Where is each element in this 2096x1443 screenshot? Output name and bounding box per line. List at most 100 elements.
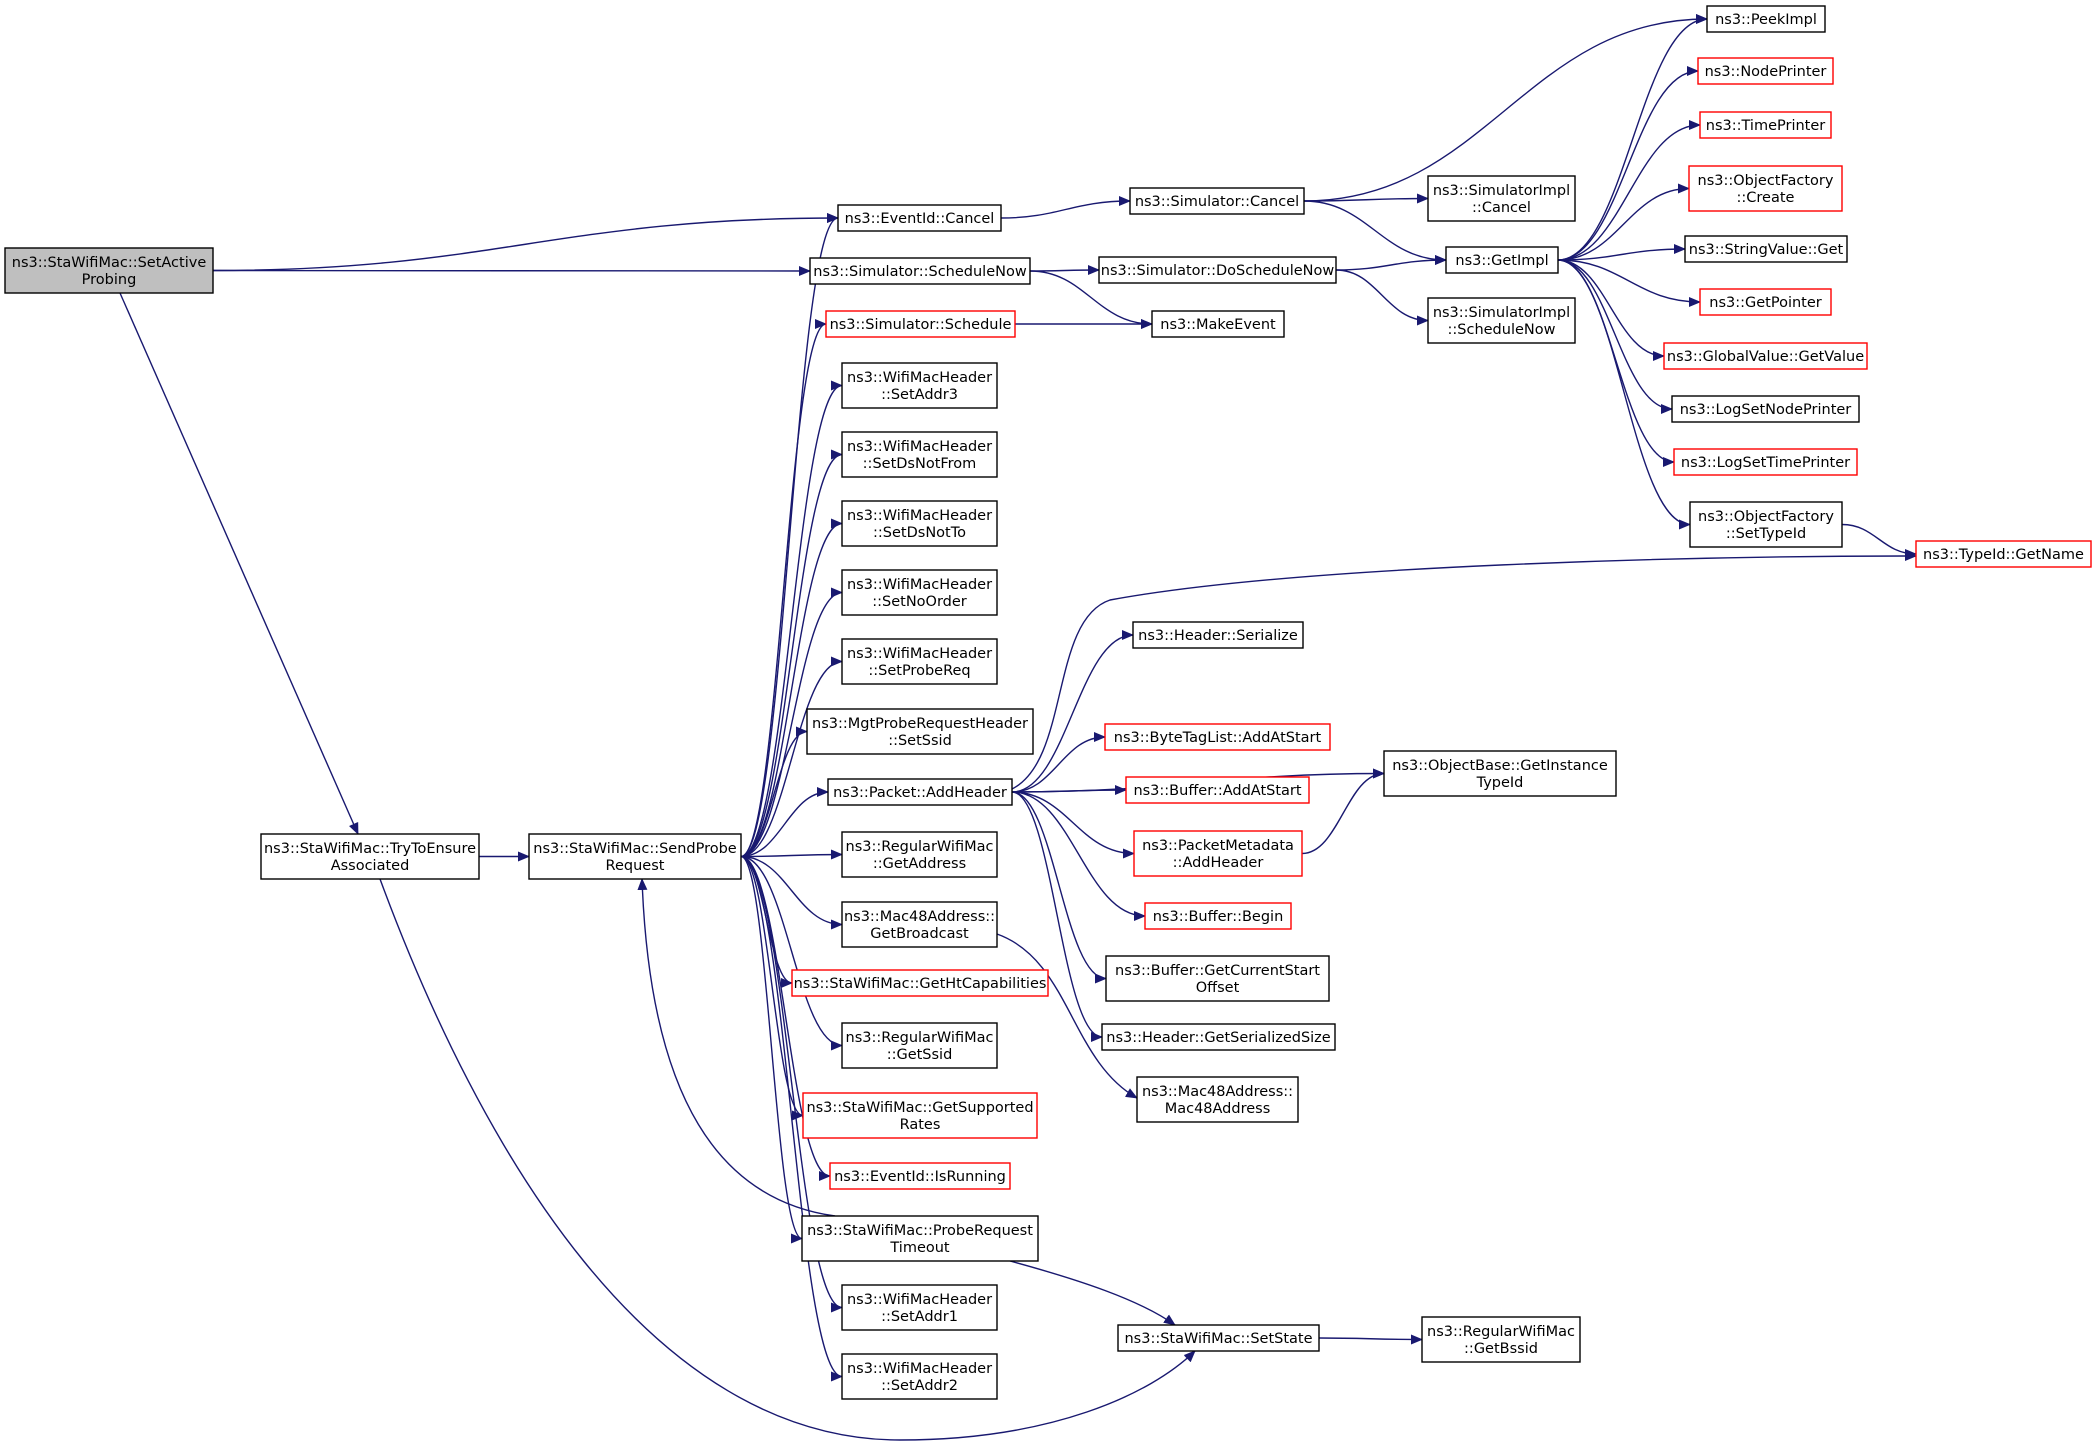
edge-send-probe-to-event-cancel <box>740 213 839 858</box>
edge-send-probe-to-set-ds-not-to <box>740 518 843 858</box>
node-time-printer[interactable]: ns3::TimePrinter <box>1699 111 1832 139</box>
node-sim-impl-cancel[interactable]: ns3::SimulatorImpl::Cancel <box>1427 175 1576 222</box>
node-log-set-node-printer[interactable]: ns3::LogSetNodePrinter <box>1671 395 1860 423</box>
node-get-pointer[interactable]: ns3::GetPointer <box>1699 288 1832 316</box>
node-box <box>260 833 480 880</box>
node-box <box>4 247 214 294</box>
node-peek-impl[interactable]: ns3::PeekImpl <box>1706 5 1826 33</box>
edge-send-probe-to-packet-add-header <box>740 787 829 858</box>
node-label-line: ::SetAddr2 <box>881 1378 958 1394</box>
node-buffer-add-at-start[interactable]: ns3::Buffer::AddAtStart <box>1125 776 1310 804</box>
node-header-serialize[interactable]: ns3::Header::Serialize <box>1132 621 1304 649</box>
node-label-line: ns3::Simulator::Schedule <box>830 317 1012 333</box>
node-box <box>1104 723 1331 751</box>
node-node-printer[interactable]: ns3::NodePrinter <box>1697 57 1834 85</box>
node-pkt-meta-add-header[interactable]: ns3::PacketMetadata::AddHeader <box>1133 830 1303 877</box>
node-label-line: ::SetAddr3 <box>881 387 958 403</box>
edge-get-impl-to-string-value-get <box>1557 244 1686 261</box>
node-label-line: ns3::GetPointer <box>1709 295 1822 311</box>
node-reg-get-bssid[interactable]: ns3::RegularWifiMac::GetBssid <box>1421 1316 1581 1363</box>
node-reg-get-address[interactable]: ns3::RegularWifiMac::GetAddress <box>841 831 998 878</box>
node-byte-tag-add[interactable]: ns3::ByteTagList::AddAtStart <box>1104 723 1331 751</box>
node-mac-get-broadcast[interactable]: ns3::Mac48Address::GetBroadcast <box>841 901 998 948</box>
edge-packet-add-header-to-header-serialize <box>1011 630 1134 793</box>
node-event-cancel[interactable]: ns3::EventId::Cancel <box>837 204 1002 232</box>
node-box <box>1117 1324 1320 1352</box>
node-label-line: ns3::WifiMacHeader <box>847 439 992 455</box>
edge-sim-do-schedule-now-to-get-impl <box>1335 255 1447 271</box>
node-sim-schedule-now[interactable]: ns3::Simulator::ScheduleNow <box>809 257 1031 285</box>
node-box <box>837 204 1002 232</box>
node-log-set-time-printer[interactable]: ns3::LogSetTimePrinter <box>1673 448 1858 476</box>
node-label-line: ns3::Mac48Address:: <box>844 909 995 925</box>
node-box <box>1427 297 1576 344</box>
node-mgt-set-ssid[interactable]: ns3::MgtProbeRequestHeader::SetSsid <box>806 708 1034 755</box>
node-box <box>1699 111 1832 139</box>
node-set-ds-not-to[interactable]: ns3::WifiMacHeader::SetDsNotTo <box>841 500 998 547</box>
node-sim-cancel[interactable]: ns3::Simulator::Cancel <box>1129 187 1305 215</box>
node-mac48-ctor[interactable]: ns3::Mac48Address::Mac48Address <box>1136 1076 1299 1123</box>
node-set-addr1[interactable]: ns3::WifiMacHeader::SetAddr1 <box>841 1284 998 1331</box>
node-global-value-get[interactable]: ns3::GlobalValue::GetValue <box>1663 342 1868 370</box>
node-buffer-begin[interactable]: ns3::Buffer::Begin <box>1144 902 1292 930</box>
node-make-event[interactable]: ns3::MakeEvent <box>1151 310 1285 338</box>
node-label-line: ns3::RegularWifiMac <box>846 1030 994 1046</box>
node-label-line: ns3::ObjectFactory <box>1698 509 1834 525</box>
node-box <box>806 708 1034 755</box>
node-packet-add-header[interactable]: ns3::Packet::AddHeader <box>827 778 1013 806</box>
node-obj-factory-create[interactable]: ns3::ObjectFactory::Create <box>1688 165 1843 212</box>
node-set-no-order[interactable]: ns3::WifiMacHeader::SetNoOrder <box>841 569 998 616</box>
node-set-ds-not-from[interactable]: ns3::WifiMacHeader::SetDsNotFrom <box>841 431 998 478</box>
node-label-line: ns3::Mac48Address:: <box>1142 1084 1293 1100</box>
node-obj-factory-set-type-id[interactable]: ns3::ObjectFactory::SetTypeId <box>1689 501 1843 548</box>
edge-set-active-probing-to-event-cancel <box>212 213 839 272</box>
node-box <box>841 362 998 409</box>
node-sim-impl-schedule-now[interactable]: ns3::SimulatorImpl::ScheduleNow <box>1427 297 1576 344</box>
node-label-line: ::SetAddr1 <box>881 1309 958 1325</box>
node-box <box>1697 57 1834 85</box>
edge-packet-add-header-to-buffer-cur-start <box>1011 791 1107 984</box>
node-box <box>1671 395 1860 423</box>
edge-get-impl-to-log-set-node-printer <box>1557 259 1673 414</box>
node-box <box>1105 955 1330 1002</box>
node-header-ser-size[interactable]: ns3::Header::GetSerializedSize <box>1101 1023 1336 1051</box>
edge-sim-schedule-now-to-make-event <box>1029 270 1153 329</box>
node-type-id-get-name[interactable]: ns3::TypeId::GetName <box>1915 540 2092 568</box>
edge-send-probe-to-set-no-order <box>740 587 843 858</box>
edge-packet-add-header-to-byte-tag-add <box>1011 732 1106 793</box>
edge-sim-cancel-to-peek-impl <box>1303 14 1708 202</box>
node-set-addr3[interactable]: ns3::WifiMacHeader::SetAddr3 <box>841 362 998 409</box>
node-label-line: ns3::TimePrinter <box>1706 118 1826 134</box>
node-label-line: Mac48Address <box>1165 1101 1271 1117</box>
edge-get-impl-to-obj-factory-set-type-id <box>1557 259 1691 530</box>
node-label-line: ns3::EventId::IsRunning <box>834 1169 1006 1185</box>
edge-send-probe-to-reg-get-address <box>740 849 843 860</box>
node-set-probe-req[interactable]: ns3::WifiMacHeader::SetProbeReq <box>841 638 998 685</box>
edge-sim-do-schedule-now-to-sim-impl-schedule-now <box>1335 269 1429 326</box>
node-label-line: ns3::WifiMacHeader <box>847 370 992 386</box>
node-string-value-get[interactable]: ns3::StringValue::Get <box>1684 235 1848 263</box>
node-reg-get-ssid[interactable]: ns3::RegularWifiMac::GetSsid <box>841 1022 998 1069</box>
edge-packet-add-header-to-buffer-add-at-start <box>1011 785 1127 796</box>
node-set-state[interactable]: ns3::StaWifiMac::SetState <box>1117 1324 1320 1352</box>
node-sim-do-schedule-now[interactable]: ns3::Simulator::DoScheduleNow <box>1098 256 1337 284</box>
node-get-ht-cap[interactable]: ns3::StaWifiMac::GetHtCapabilities <box>791 969 1049 997</box>
node-box <box>802 1092 1038 1139</box>
node-label-line: ns3::SimulatorImpl <box>1433 305 1570 321</box>
edge-mac-get-broadcast-to-mac48-ctor <box>996 933 1138 1099</box>
node-set-addr2[interactable]: ns3::WifiMacHeader::SetAddr2 <box>841 1353 998 1400</box>
edge-pkt-meta-add-header-to-obj-base-get-inst <box>1301 768 1385 855</box>
node-sim-schedule[interactable]: ns3::Simulator::Schedule <box>825 310 1016 338</box>
node-label-line: ns3::Buffer::Begin <box>1153 909 1284 925</box>
node-event-is-running[interactable]: ns3::EventId::IsRunning <box>829 1162 1011 1190</box>
node-label-line: ns3::ObjectBase::GetInstance <box>1392 758 1608 774</box>
node-get-impl[interactable]: ns3::GetImpl <box>1445 246 1559 274</box>
